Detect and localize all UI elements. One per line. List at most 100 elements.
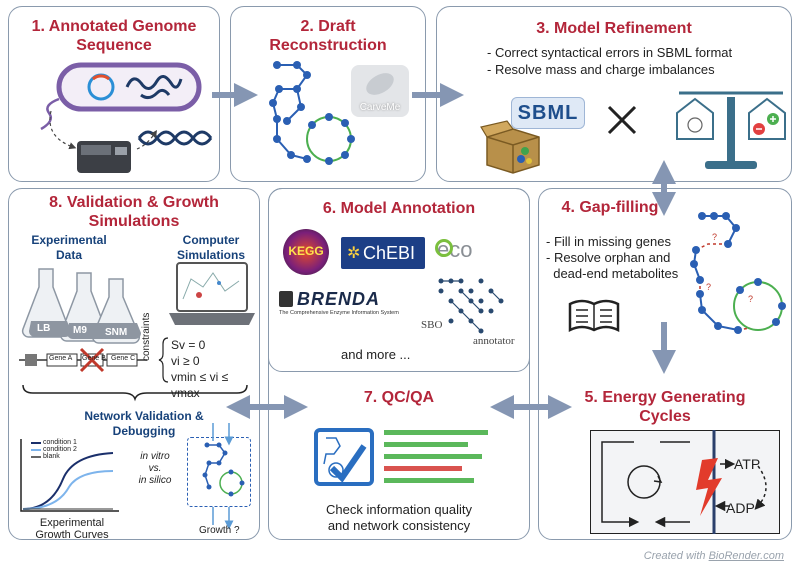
carveme-logo: CarveMe xyxy=(351,65,409,117)
qc-caption: Check information quality and network co… xyxy=(268,502,530,534)
legend-condition-1: condition 1 xyxy=(43,439,77,446)
gapfill-network-icon: ? ? ? xyxy=(690,212,786,334)
biorender-credit: Created with BioRender.com xyxy=(644,550,784,562)
annotator-text: annotator xyxy=(473,335,515,347)
chebi-star-icon: ✲ xyxy=(347,245,361,262)
panel-6-title: 6. Model Annotation xyxy=(322,200,476,217)
sequencer-machine-icon xyxy=(77,141,131,173)
panel-2-title-line2: Reconstruction xyxy=(269,37,387,54)
energy-cycle-diagram xyxy=(601,430,767,534)
panel-4-title: 4. Gap-filling xyxy=(561,199,659,216)
panel-1-title: 1. Annotated Genome Sequence xyxy=(9,17,219,55)
eco-leaf-icon xyxy=(435,239,453,257)
svg-text:?: ? xyxy=(706,282,711,292)
qc-checklist-icon xyxy=(314,428,374,486)
sbml-logo: SBML xyxy=(511,97,585,129)
constraints-brace xyxy=(158,337,169,383)
draft-network-icon xyxy=(269,61,355,165)
gene-track-icon xyxy=(19,347,147,373)
panel-gap-filling: 4. Gap-filling - Fill in missing genes -… xyxy=(538,188,792,376)
panel-validation-growth: 8. Validation & Growth Simulations Exper… xyxy=(8,188,260,541)
experimental-data-line2: Data xyxy=(55,248,82,262)
panel-5-title: 5. Energy Generating Cycles xyxy=(538,388,792,426)
panel-energy-cycles: 5. Energy Generating Cycles ATP ADP xyxy=(538,378,792,540)
qc-caption-line2: and network consistency xyxy=(327,518,471,533)
debug-network-icon xyxy=(202,423,245,531)
gene-c-label: Gene C xyxy=(111,355,136,362)
panel-2-title-line1: 2. Draft xyxy=(300,18,356,35)
qc-bar-4 xyxy=(384,466,462,471)
flask-label-m9: M9 xyxy=(73,325,87,336)
panel-model-annotation: 6. Model Annotation KEGG ChEBI ✲ eco BRE… xyxy=(268,188,530,372)
credit-brand: BioRender.com xyxy=(708,550,784,562)
dashed-arrows-icon xyxy=(49,110,157,150)
panel-1-title-line2: Sequence xyxy=(76,37,152,54)
computer-simulations-line1: Computer xyxy=(182,233,240,247)
experimental-growth-curves-label: Experimental Growth Curves xyxy=(17,517,127,541)
gapfill-bullet-3: dead-end metabolites xyxy=(546,266,679,281)
gene-b-label: Gene B xyxy=(82,355,106,362)
constraint-eq-2: vi ≥ 0 xyxy=(171,354,200,368)
qc-bar-3 xyxy=(384,454,482,459)
bacterium-cell-icon xyxy=(56,62,202,112)
panel-5-title-line2: Cycles xyxy=(639,408,691,425)
flask-label-lb: LB xyxy=(37,323,51,334)
flagellum-icon xyxy=(40,97,60,131)
open-book-icon xyxy=(568,299,620,333)
panel-8-title: 8. Validation & Growth Simulations xyxy=(9,193,259,231)
qc-caption-line1: Check information quality xyxy=(326,502,472,517)
brenda-mark-icon xyxy=(279,291,293,307)
panel-3-title: 3. Model Refinement xyxy=(536,20,692,37)
gapfill-bullet-2: - Resolve orphan and xyxy=(546,250,671,265)
gapfill-bullet-1: - Fill in missing genes xyxy=(546,234,671,249)
legend-blank: blank xyxy=(43,453,60,460)
experimental-data-line1: Experimental xyxy=(31,233,107,247)
experimental-data-label: Experimental Data xyxy=(29,233,109,263)
and-more-text: and more ... xyxy=(341,347,411,362)
computer-simulations-label: Computer Simulations xyxy=(169,233,253,263)
refinement-bullet-2: - Resolve mass and charge imbalances xyxy=(487,62,715,77)
svg-text:?: ? xyxy=(712,232,717,242)
sbo-annotator-network-icon xyxy=(438,278,504,334)
qc-bar-5 xyxy=(384,478,474,483)
flask-label-snm: SNM xyxy=(105,327,128,338)
gene-a-label: Gene A xyxy=(49,355,73,362)
brenda-logo-text: BRENDA xyxy=(297,289,381,309)
refinement-bullet-1: - Correct syntactical errors in SBML for… xyxy=(487,45,733,60)
adp-label: ADP xyxy=(726,500,755,516)
panel-1-title-line1: 1. Annotated Genome xyxy=(31,18,197,35)
computer-simulations-line2: Simulations xyxy=(176,248,245,262)
qc-bar-2 xyxy=(384,442,468,447)
legend-condition-2: condition 2 xyxy=(43,446,77,453)
panel-8-title-line2: Simulations xyxy=(88,213,180,230)
panel-5-title-line1: 5. Energy Generating xyxy=(584,389,746,406)
tools-icon xyxy=(607,105,637,135)
panel-qc-qa: 7. QC/QA Check information quality and n… xyxy=(268,378,530,540)
svg-text:?: ? xyxy=(748,294,753,304)
panel-annotated-genome: 1. Annotated Genome Sequence xyxy=(8,6,220,182)
sbml-logo-text: SBML xyxy=(517,102,579,124)
flasks-icon xyxy=(21,268,141,344)
laptop-icon xyxy=(169,262,255,325)
brenda-subtitle: The Comprehensive Enzyme Information Sys… xyxy=(279,310,399,316)
chebi-logo-text: ChEBI xyxy=(363,243,416,263)
vs-text: vs. xyxy=(148,463,162,474)
atp-label: ATP xyxy=(734,456,761,472)
energy-cycle-box xyxy=(590,430,780,534)
network-validation-label: Network Validation & Debugging xyxy=(69,409,219,439)
brenda-logo: BRENDA The Comprehensive Enzyme Informat… xyxy=(279,289,409,319)
box-icon xyxy=(480,120,540,174)
kegg-logo: KEGG xyxy=(283,229,329,275)
debug-network-box xyxy=(187,437,251,507)
constraint-eq-1: Sv = 0 xyxy=(171,338,206,352)
experimental-growth-line2: Growth Curves xyxy=(35,529,109,541)
balance-scale-icon xyxy=(676,91,786,169)
panel-8-title-line1: 8. Validation & Growth xyxy=(49,194,219,211)
chebi-logo: ChEBI ✲ xyxy=(341,237,425,269)
in-silico-text: in silico xyxy=(138,475,172,486)
eco-logo: eco xyxy=(433,237,489,267)
combine-brace xyxy=(22,384,248,402)
network-validation-line2: Debugging xyxy=(112,424,176,438)
growth-question-label: Growth ? xyxy=(199,525,240,536)
